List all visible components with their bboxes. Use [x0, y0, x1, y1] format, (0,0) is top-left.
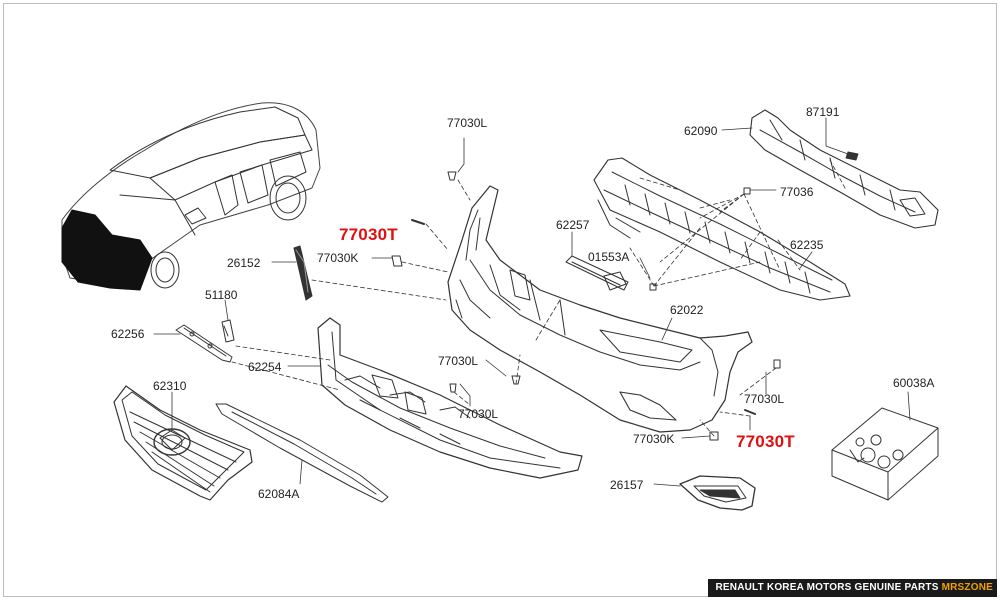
label-62090: 62090 — [684, 124, 718, 138]
part-62022-front-bumper — [447, 185, 753, 433]
label-77036: 77036 — [780, 185, 814, 199]
fasteners — [391, 151, 859, 441]
label-77030t-left: 77030T — [339, 225, 398, 244]
label-62310: 62310 — [153, 379, 187, 393]
label-77030l-right: 77030L — [744, 392, 785, 406]
part-62254-lower-bumper — [317, 317, 583, 479]
footer-text: RENAULT KOREA MOTORS GENUINE PARTS — [715, 582, 942, 593]
label-51180: 51180 — [205, 288, 238, 302]
part-60038a-kit-box — [831, 407, 939, 501]
label-62254: 62254 — [248, 360, 282, 374]
label-77030k-right: 77030K — [633, 432, 675, 446]
label-62084a: 62084A — [258, 487, 300, 501]
leader-lines — [153, 117, 911, 487]
part-62235-absorber — [593, 157, 851, 301]
part-62257-bracket — [565, 255, 629, 291]
label-77030l-top: 77030L — [447, 116, 488, 130]
footer-banner: RENAULT KOREA MOTORS GENUINE PARTS MRSZO… — [707, 579, 997, 597]
part-51180-clip — [221, 319, 235, 343]
label-87191: 87191 — [806, 105, 840, 119]
label-60038a: 60038A — [893, 376, 935, 390]
assembly-dashes — [231, 159, 847, 437]
car-illustration — [61, 102, 321, 291]
label-62257: 62257 — [556, 218, 590, 232]
label-77030t-right: 77030T — [736, 432, 795, 451]
footer-brand: MRSZONE — [941, 582, 993, 593]
label-26152: 26152 — [227, 256, 261, 270]
label-77030l-low: 77030L — [458, 407, 499, 421]
part-26157-fog-trim — [679, 475, 756, 511]
part-62084a-strip — [215, 403, 389, 503]
label-62256: 62256 — [111, 327, 145, 341]
label-62022: 62022 — [670, 303, 704, 317]
diagram-frame — [3, 3, 997, 597]
label-77030l-mid: 77030L — [438, 354, 479, 368]
label-01553a: 01553A — [588, 250, 630, 264]
part-26152-bracket — [293, 245, 313, 301]
label-26157: 26157 — [610, 478, 644, 492]
part-62090-beam — [749, 109, 939, 229]
label-62235: 62235 — [790, 238, 824, 252]
part-62310-grille — [113, 385, 253, 501]
part-62256-bracket — [175, 324, 233, 363]
label-77030k-left: 77030K — [317, 251, 359, 265]
